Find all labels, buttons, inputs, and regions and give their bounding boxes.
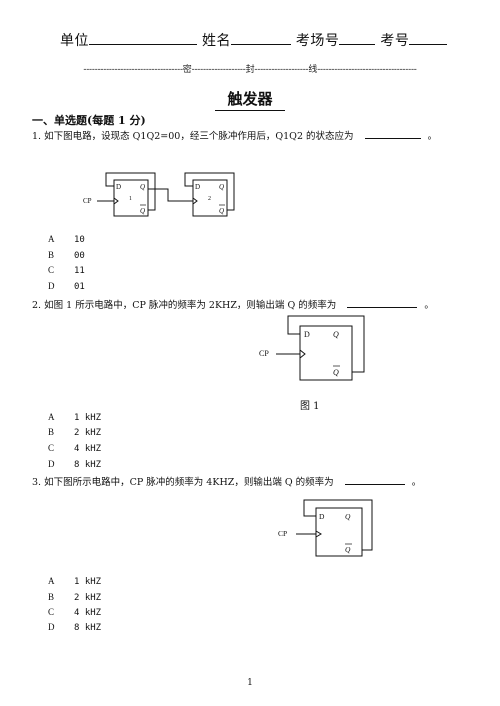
exam-no-label: 考号 — [380, 33, 410, 49]
document-title: 触发器 — [0, 88, 500, 111]
answer-blank — [364, 128, 421, 139]
question-number: 2. — [32, 300, 42, 311]
flip-flop-box — [315, 507, 363, 557]
q-label-1: Q — [140, 183, 145, 191]
clock-triangle-2 — [192, 197, 198, 205]
q-label-2: Q — [219, 183, 224, 191]
page-number: 1 — [247, 678, 253, 688]
room-blank — [339, 32, 376, 45]
d-label: D — [319, 512, 325, 521]
feedback-wire — [287, 315, 365, 373]
question-number: 1. — [32, 131, 42, 142]
name-blank — [230, 32, 291, 45]
question-end: 。 — [427, 131, 438, 142]
question-3: 3. 如下图所示电路中，CP 脉冲的频率为 4KHZ，则输出端 Q 的频率为 。 — [32, 474, 421, 488]
qbar-label-1: Q — [140, 207, 145, 215]
unit-label: 单位 — [60, 33, 89, 49]
bind-char: 封 — [245, 65, 255, 75]
d-label-1: D — [116, 183, 121, 191]
cp-label: CP — [83, 197, 92, 205]
line-char: 线 — [308, 65, 318, 75]
name-label: 姓名 — [201, 33, 231, 49]
figure-caption: 图 1 — [300, 401, 320, 412]
cp-label: CP — [278, 529, 287, 538]
qbar-label: Q — [333, 368, 339, 377]
circuit-diagram-1: CP D Q Q 1 D Q Q 2 — [83, 172, 235, 217]
feedback-wire — [303, 499, 373, 551]
answer-blank — [347, 297, 418, 308]
flip-flop-box — [299, 325, 353, 381]
question-text: 如图 1 所示电路中，CP 脉冲的频率为 2KHZ，则输出端 Q 的频率为 — [44, 300, 337, 311]
ff2-label: 2 — [208, 196, 211, 202]
d-label-2: D — [195, 183, 200, 191]
exam-no-blank — [409, 32, 448, 45]
d-label: D — [304, 330, 310, 339]
unit-blank — [89, 32, 197, 45]
q-label: Q — [333, 330, 339, 339]
answer-blank — [344, 474, 405, 485]
qbar-label-2: Q — [219, 207, 224, 215]
circuit-diagram-3: CP D Q Q — [278, 499, 373, 557]
question-end: 。 — [411, 477, 422, 488]
seal-char: 密 — [182, 65, 192, 75]
clock-triangle — [299, 349, 306, 359]
question-text: 如下图电路，设现态 Q1Q2=00，经三个脉冲作用后，Q1Q2 的状态应为 — [44, 131, 354, 142]
clock-triangle-1 — [113, 197, 119, 205]
section-heading: 一、单选题(每题 1 分) — [32, 114, 146, 127]
ff1-label: 1 — [129, 196, 132, 202]
circuit-diagram-2: CP D Q Q — [259, 315, 365, 381]
question-1: 1. 如下图电路，设现态 Q1Q2=00，经三个脉冲作用后，Q1Q2 的状态应为… — [32, 128, 437, 142]
clock-triangle — [315, 530, 322, 538]
question-2: 2. 如图 1 所示电路中，CP 脉冲的频率为 2KHZ，则输出端 Q 的频率为… — [32, 297, 434, 311]
exam-header: 单位 姓名 考场号 考号 — [60, 30, 448, 50]
seal-line: -----------------------------------密----… — [83, 65, 417, 75]
feedback-wire-1 — [105, 172, 156, 211]
question-end: 。 — [424, 300, 434, 311]
q-label: Q — [345, 512, 351, 521]
question-number: 3. — [32, 477, 42, 488]
room-label: 考场号 — [295, 33, 340, 49]
qbar-label: Q — [345, 545, 351, 554]
question-text: 如下图所示电路中，CP 脉冲的频率为 4KHZ，则输出端 Q 的频率为 — [44, 477, 334, 488]
cp-label: CP — [259, 349, 269, 358]
q1-to-clk2-wire — [148, 188, 193, 202]
feedback-wire-2 — [184, 172, 235, 211]
